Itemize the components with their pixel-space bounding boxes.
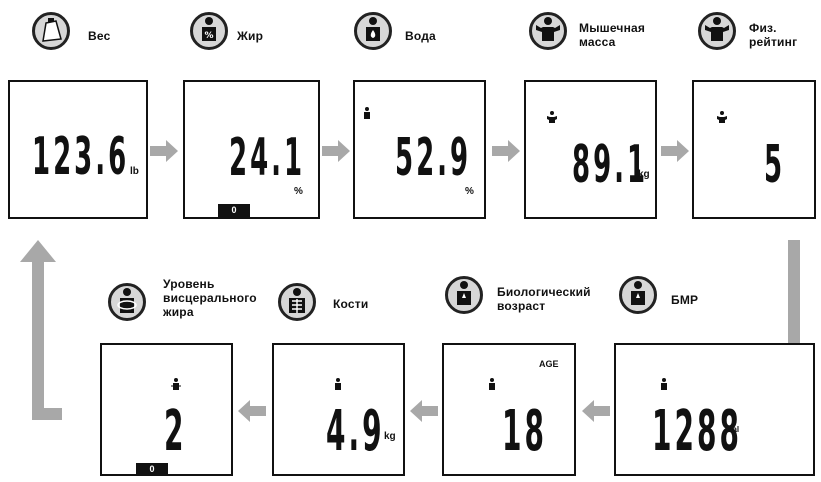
bmr-unit: cal [728,425,740,434]
bone-unit: kg [384,431,396,442]
body-fat-icon: % [190,12,228,50]
body-fat-indicator-value: 0 [231,205,237,215]
water-label: Вода [405,29,436,43]
physique-display: 5 [692,80,816,219]
arrow-right-1 [150,140,178,162]
weight-icon [32,12,70,50]
bone-value: 4.9 [326,399,385,464]
bmr-icon [619,276,657,314]
arrow-left-3 [238,400,266,422]
svg-text:%: % [204,31,213,41]
water-unit: % [465,186,474,197]
visceral-fat-display: 2 0 [100,343,233,476]
physique-label-line-2: рейтинг [749,35,798,49]
weight-value: 123.6 [32,127,130,187]
bone-display: 4.9 kg [272,343,405,476]
muscle-mini-icon [547,111,557,123]
arrow-left-2 [410,400,438,422]
visceral-fat-label: Уровень висцерального жира [163,277,257,319]
visceral-fat-label-line-2: висцерального [163,291,257,305]
visceral-fat-icon [108,283,146,321]
physique-value: 5 [764,135,786,195]
metabolic-age-label-line-2: возраст [497,299,546,313]
metabolic-age-display: AGE 18 [442,343,576,476]
muscle-value: 89.1 [572,135,649,195]
bmr-display: 1288 cal [614,343,815,476]
physique-mini-icon [717,111,727,123]
metabolic-age-tag: AGE [539,359,559,369]
bone-label: Кости [333,297,369,311]
body-fat-display: 24.1 % 0 [183,80,320,219]
physique-icon [698,12,736,50]
physique-label: Физ. рейтинг [749,21,797,49]
arrow-right-4 [661,140,689,162]
visceral-fat-label-line-1: Уровень [163,277,215,291]
weight-unit: lb [130,166,139,177]
bone-icon [278,283,316,321]
arrow-left-1 [582,400,610,422]
weight-display: 123.6 lb [8,80,148,219]
metabolic-age-mini-icon [489,378,495,390]
muscle-label-line-2: масса [579,35,616,49]
body-fat-value: 24.1 [229,128,306,188]
visceral-fat-indicator: 0 [136,463,168,476]
visceral-fat-mini-icon [171,378,181,390]
metabolic-age-value: 18 [502,399,547,464]
metabolic-age-icon [445,276,483,314]
water-icon [354,12,392,50]
visceral-fat-indicator-value: 0 [149,464,155,474]
arrow-right-2 [322,140,350,162]
muscle-unit: kg [638,169,650,180]
body-fat-indicator: 0 [218,204,250,217]
water-display: 52.9 % [353,80,486,219]
muscle-display: 89.1 kg [524,80,657,219]
muscle-label: Мышечная масса [579,21,645,49]
water-mini-icon [364,107,370,119]
bmr-label: БМР [671,293,699,307]
arrow-right-3 [492,140,520,162]
visceral-fat-value: 2 [164,399,187,464]
bmr-mini-icon [661,378,667,390]
bone-mini-icon [335,378,341,390]
physique-label-line-1: Физ. [749,21,777,35]
water-value: 52.9 [395,128,472,188]
metabolic-age-label-line-1: Биологический [497,285,591,299]
visceral-fat-label-line-3: жира [163,305,194,319]
body-fat-unit: % [294,186,303,197]
bmr-value: 1288 [652,399,742,464]
muscle-label-line-1: Мышечная [579,21,646,35]
muscle-icon [529,12,567,50]
body-fat-label: Жир [237,29,264,43]
metabolic-age-label: Биологический возраст [497,285,591,313]
weight-label: Вес [88,29,111,43]
arrow-up-connector [20,240,62,420]
